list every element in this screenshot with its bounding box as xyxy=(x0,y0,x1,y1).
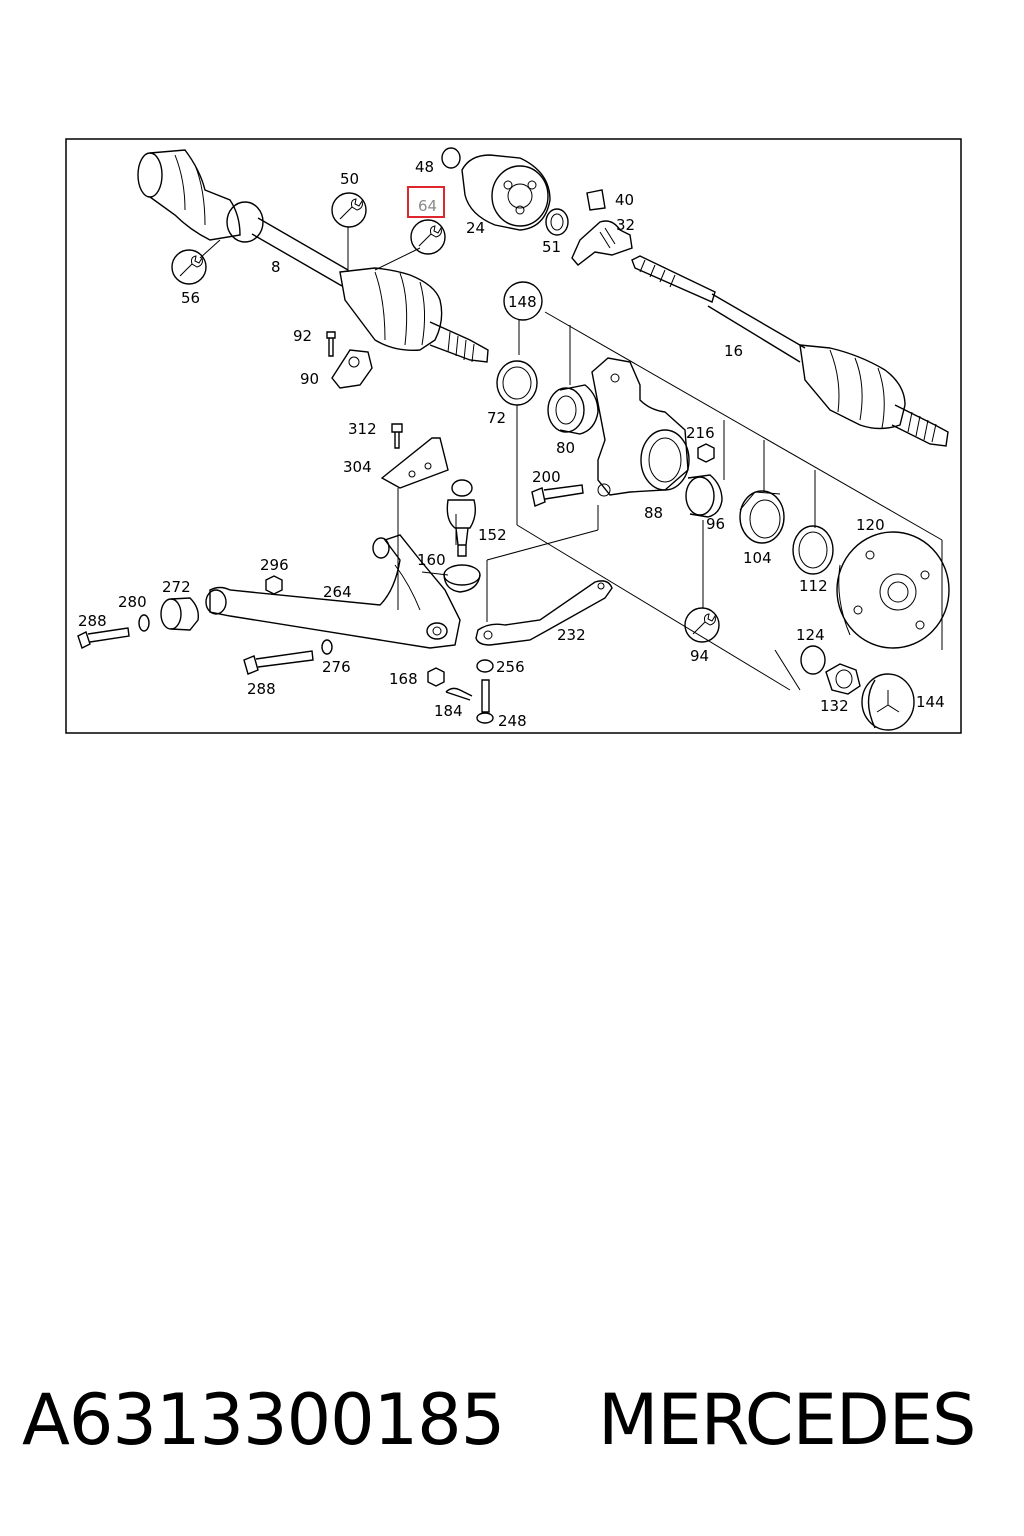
bushing-272 xyxy=(160,597,200,631)
washer-276 xyxy=(321,639,333,655)
callout-104: 104 xyxy=(743,549,772,567)
callout-8: 8 xyxy=(271,258,281,276)
callout-51: 51 xyxy=(542,238,561,256)
mounting-plate-304 xyxy=(380,423,449,489)
callout-216: 216 xyxy=(686,424,715,442)
diagram-frame xyxy=(65,138,962,734)
callout-288-bottom: 288 xyxy=(247,680,276,698)
bolt-288-left xyxy=(77,627,130,649)
bearing-80 xyxy=(547,384,599,435)
bushing-256 xyxy=(476,659,494,673)
callout-88: 88 xyxy=(644,504,663,522)
drive-shaft-left xyxy=(137,149,489,363)
bearing-104 xyxy=(739,490,785,544)
callout-92: 92 xyxy=(293,327,312,345)
brand-name: MERCEDES xyxy=(598,1379,976,1461)
callout-112: 112 xyxy=(799,577,828,595)
drive-shaft-right xyxy=(631,255,949,447)
cotter-pin-184 xyxy=(445,687,473,701)
wrench-icon xyxy=(410,219,446,255)
callout-148-circle xyxy=(503,281,543,321)
callout-40: 40 xyxy=(615,191,634,209)
washer-280 xyxy=(138,614,150,632)
ball-joint-152 xyxy=(446,479,477,557)
callout-24: 24 xyxy=(466,219,485,237)
callout-56: 56 xyxy=(181,289,200,307)
dust-boot-160 xyxy=(443,564,481,593)
ring-124 xyxy=(800,645,826,675)
bolt-200 xyxy=(531,484,584,507)
control-arm-264 xyxy=(205,534,461,649)
callout-64: 64 xyxy=(418,197,437,215)
callout-184: 184 xyxy=(434,702,463,720)
callout-80: 80 xyxy=(556,439,575,457)
callout-272: 272 xyxy=(162,578,191,596)
bolt-248 xyxy=(476,679,494,724)
callout-94: 94 xyxy=(690,647,709,665)
sleeve-96 xyxy=(685,474,723,518)
parts-diagram: 8 16 24 32 40 48 50 51 56 64 72 80 88 90… xyxy=(65,138,962,734)
callout-90: 90 xyxy=(300,370,319,388)
callout-168: 168 xyxy=(389,670,418,688)
nut-216 xyxy=(697,443,715,463)
wrench-icon xyxy=(331,192,367,228)
callout-120: 120 xyxy=(856,516,885,534)
callout-132: 132 xyxy=(820,697,849,715)
seal-ring-72 xyxy=(496,360,538,406)
callout-48: 48 xyxy=(415,158,434,176)
callout-72: 72 xyxy=(487,409,506,427)
callout-276: 276 xyxy=(322,658,351,676)
callout-152: 152 xyxy=(478,526,507,544)
callout-160: 160 xyxy=(417,551,446,569)
callout-280: 280 xyxy=(118,593,147,611)
bolt-288-bottom xyxy=(243,650,314,675)
hub-cap-144 xyxy=(861,673,915,731)
callout-124: 124 xyxy=(796,626,825,644)
callout-248: 248 xyxy=(498,712,527,730)
nut-168 xyxy=(427,667,445,687)
callout-32: 32 xyxy=(616,216,635,234)
callout-200: 200 xyxy=(532,468,561,486)
callout-144: 144 xyxy=(916,693,945,711)
bracket-90 xyxy=(326,331,373,389)
callout-96: 96 xyxy=(706,515,725,533)
tie-rod-232 xyxy=(475,580,613,646)
part-number: A6313300185 xyxy=(22,1379,505,1461)
cv-joint-parts xyxy=(441,147,633,266)
callout-256: 256 xyxy=(496,658,525,676)
leader-lines xyxy=(199,227,943,691)
wrench-icon xyxy=(684,607,720,643)
wheel-hub-120 xyxy=(836,531,950,649)
callout-312: 312 xyxy=(348,420,377,438)
callout-264: 264 xyxy=(323,583,352,601)
callout-16: 16 xyxy=(724,342,743,360)
highlight-box xyxy=(407,186,445,218)
hub-nut-132 xyxy=(825,663,861,695)
nut-296 xyxy=(265,575,283,595)
callout-50: 50 xyxy=(340,170,359,188)
steering-knuckle xyxy=(591,357,690,497)
seal-ring-112 xyxy=(792,525,834,575)
callout-296: 296 xyxy=(260,556,289,574)
wrench-icon xyxy=(171,249,207,285)
callout-288-left: 288 xyxy=(78,612,107,630)
callout-304: 304 xyxy=(343,458,372,476)
callout-148: 148 xyxy=(508,293,537,311)
callout-232: 232 xyxy=(557,626,586,644)
